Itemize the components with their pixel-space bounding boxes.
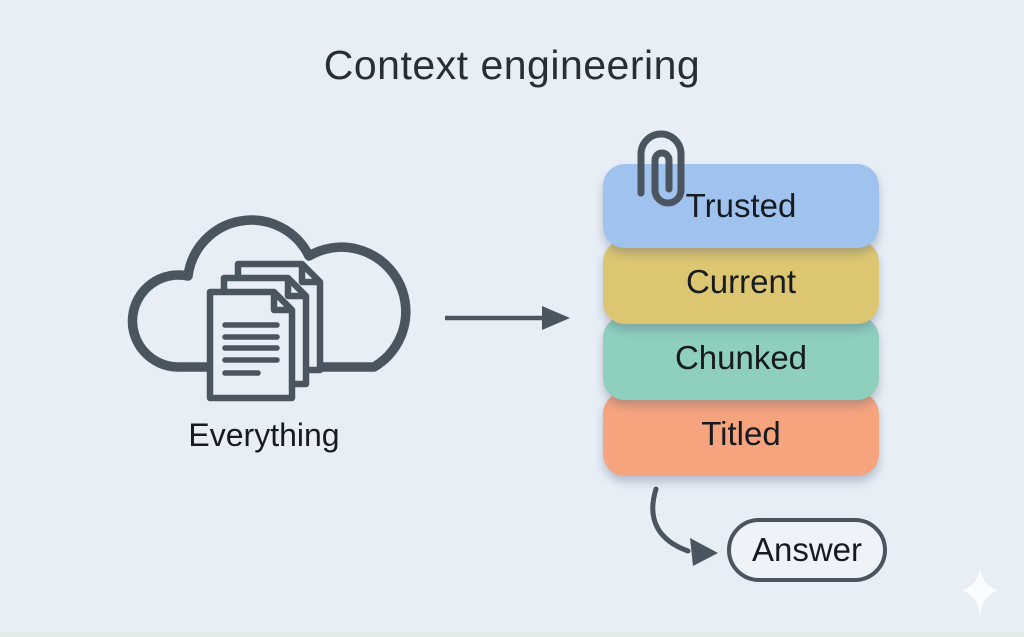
source-label: Everything (188, 417, 340, 453)
answer-label: Answer (751, 531, 863, 568)
stack-item-label: Trusted (685, 187, 797, 224)
stack-item-titled: Titled (603, 392, 879, 476)
sparkle-icon (962, 568, 998, 616)
cloud-documents-icon (127, 215, 411, 402)
stack-item-label: Titled (701, 415, 781, 452)
stack-item-chunked: Chunked (603, 316, 879, 400)
answer-pill: Answer (727, 518, 887, 582)
bottom-edge-strip (0, 632, 1024, 637)
paperclip-icon (637, 130, 685, 207)
page-title: Context engineering (323, 42, 701, 88)
documents-icon (206, 260, 324, 402)
curved-arrow-icon (650, 486, 718, 566)
stack-item-label: Current (685, 263, 797, 300)
context-stack: Trusted Current Chunked Titled (603, 164, 879, 476)
stack-item-trusted: Trusted (603, 164, 879, 248)
arrow-right-icon (445, 306, 570, 330)
stack-item-label: Chunked (674, 339, 808, 376)
stack-item-current: Current (603, 240, 879, 324)
